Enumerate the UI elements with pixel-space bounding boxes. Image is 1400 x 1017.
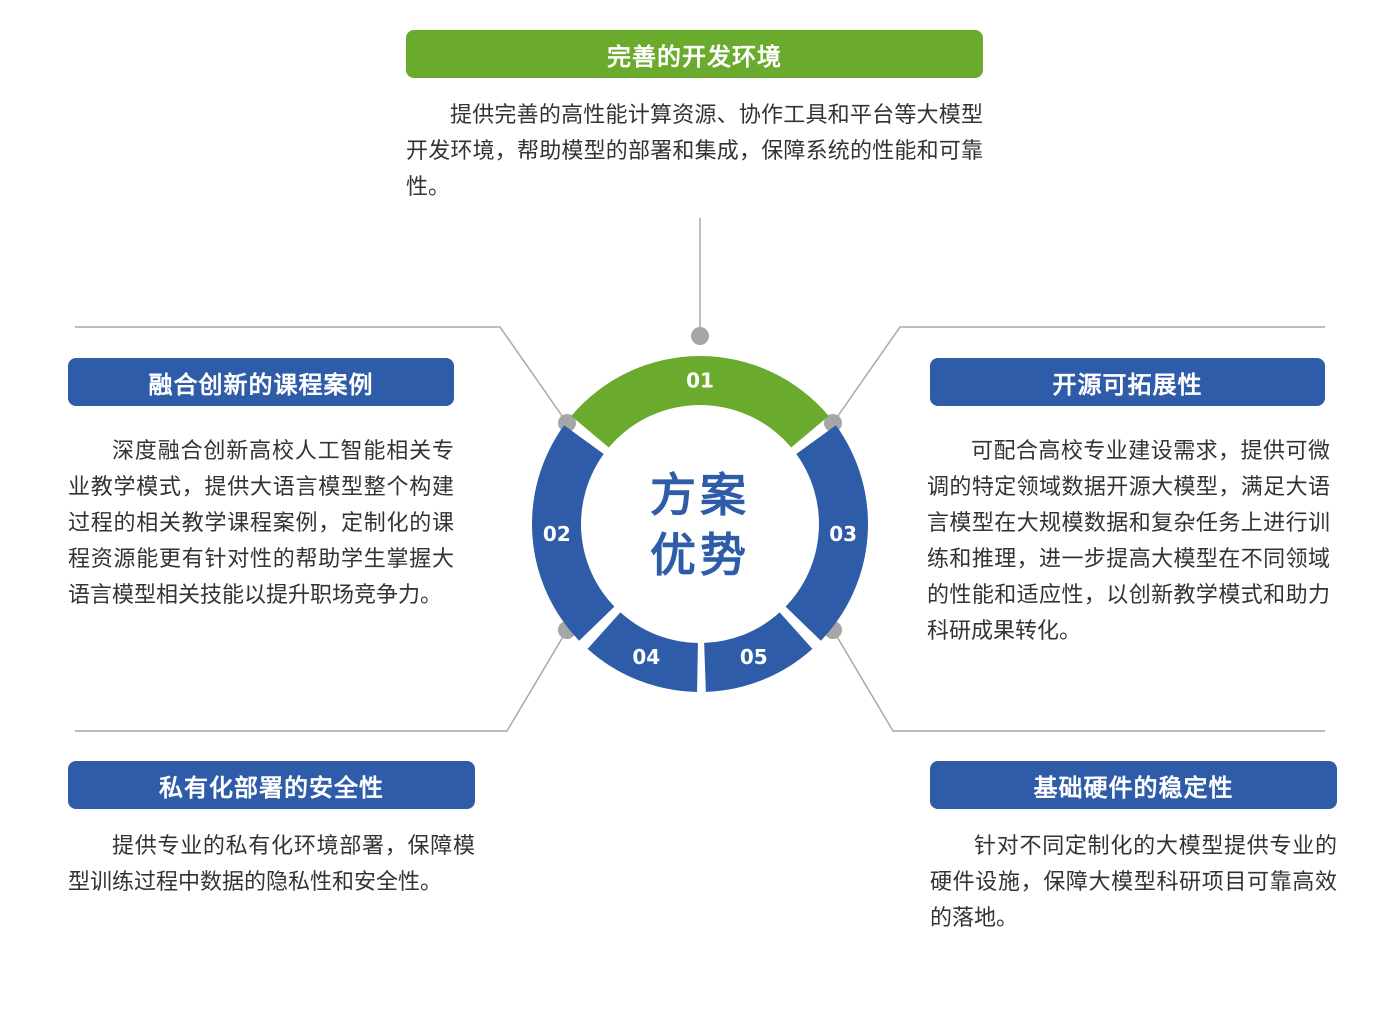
ring-segment-01 — [571, 355, 829, 448]
card-text-private-deployment: 提供专业的私有化环境部署，保障模型训练过程中数据的隐私性和安全性。 — [68, 834, 475, 895]
ring-segment-04 — [587, 612, 698, 692]
connector-left-upper — [75, 326, 568, 424]
connector-right-lower — [832, 629, 1325, 732]
card-text-hardware-stability: 针对不同定制化的大模型提供专业的硬件设施，保障大模型科研项目可靠高效的落地。 — [930, 834, 1337, 931]
center-title: 方案 优势 — [600, 460, 800, 590]
card-text-open-source: 可配合高校专业建设需求，提供可微调的特定领域数据开源大模型，满足大语言模型在大规… — [927, 439, 1330, 644]
ring-segment-03 — [785, 425, 868, 641]
card-text-course-cases: 深度融合创新高校人工智能相关专业教学模式，提供大语言模型整个构建过程的相关教学课… — [68, 439, 454, 608]
card-title-private-deployment: 私有化部署的安全性 — [68, 761, 475, 809]
ring-segment-02 — [532, 425, 615, 641]
center-title-line1: 方案 — [650, 468, 750, 522]
center-title-line2: 优势 — [650, 528, 750, 582]
connector-left-lower — [75, 629, 568, 732]
ring-segment-05 — [704, 612, 813, 692]
ring-segment-label-02: 02 — [543, 522, 571, 546]
ring-segment-label-01: 01 — [686, 369, 714, 393]
card-title-hardware-stability: 基础硬件的稳定性 — [930, 761, 1337, 809]
ring-segment-label-03: 03 — [829, 522, 857, 546]
connector-dot-top — [691, 327, 709, 345]
card-text-dev-environment: 提供完善的高性能计算资源、协作工具和平台等大模型开发环境，帮助模型的部署和集成，… — [406, 103, 983, 200]
connector-right-upper — [832, 326, 1325, 424]
card-title-course-cases: 融合创新的课程案例 — [68, 358, 454, 406]
card-title-open-source: 开源可拓展性 — [930, 358, 1325, 406]
ring-segment-label-04: 04 — [632, 645, 660, 669]
card-title-dev-environment: 完善的开发环境 — [406, 30, 983, 78]
ring-segment-label-05: 05 — [740, 645, 768, 669]
